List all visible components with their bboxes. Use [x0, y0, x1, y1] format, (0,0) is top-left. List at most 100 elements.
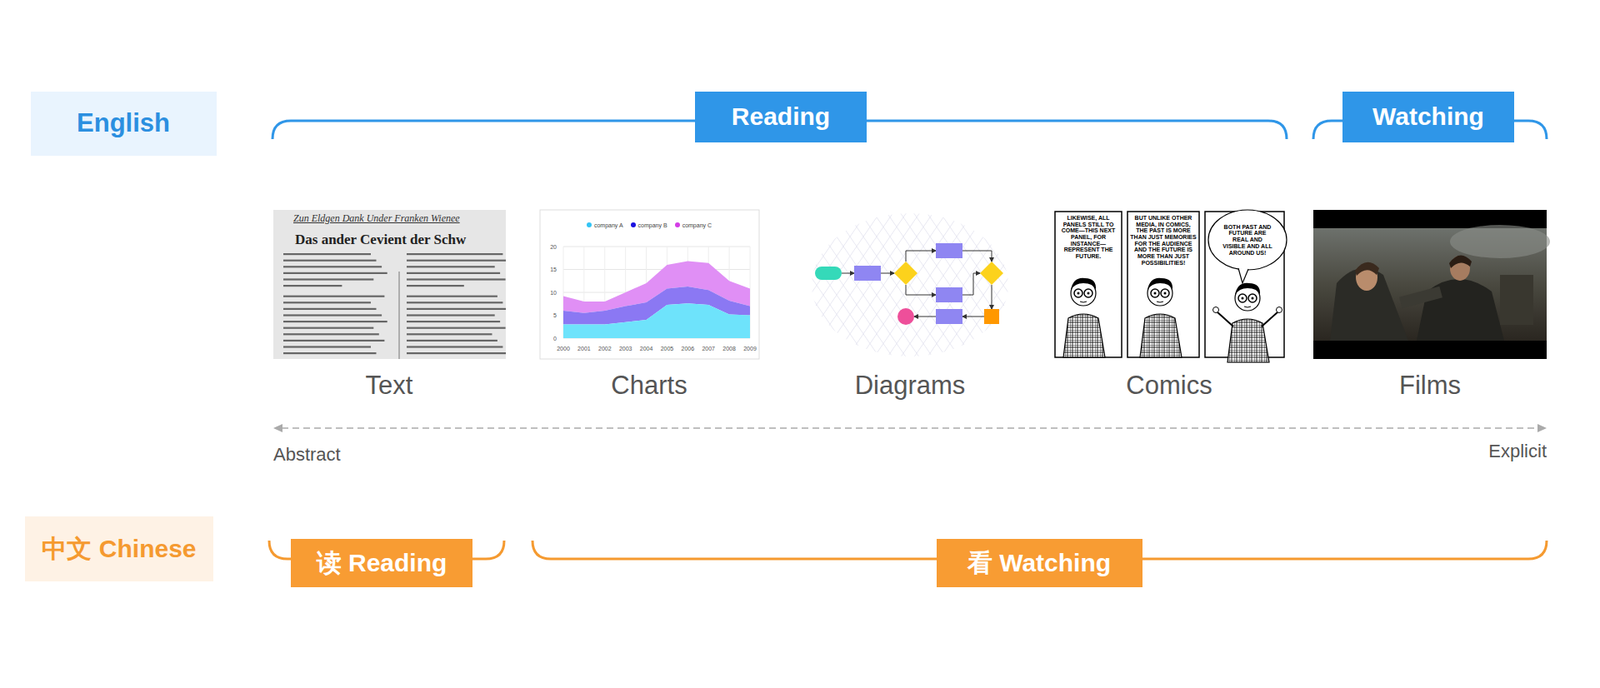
grid-line	[926, 212, 1027, 359]
axis-arrowhead	[273, 424, 283, 433]
axis-tick: 2000	[556, 345, 570, 352]
legend-swatch	[586, 222, 592, 228]
grid-line	[713, 212, 814, 359]
language-tag: 中文 Chinese	[25, 516, 213, 582]
category-label: Watching	[1342, 91, 1515, 143]
end-square	[984, 309, 1000, 325]
category-label: 读 Reading	[290, 539, 473, 588]
comic-panel	[1127, 211, 1200, 358]
text-line	[283, 265, 382, 268]
grid-line	[700, 212, 800, 359]
text-line	[283, 314, 382, 316]
axis-tick: 2006	[681, 345, 695, 352]
flow-arrow	[991, 285, 993, 310]
text-lines	[283, 253, 506, 355]
chart-thumbnail	[540, 210, 760, 360]
text-line	[283, 333, 380, 335]
grid-line	[726, 212, 827, 359]
text-line	[283, 301, 371, 304]
axis-tick: 2004	[640, 345, 654, 352]
comic-figure	[1140, 278, 1182, 358]
grid-line	[740, 212, 840, 359]
axis-tick: 15	[550, 266, 557, 273]
text-line	[406, 327, 506, 330]
grid-line	[780, 212, 880, 359]
grid-line	[793, 212, 894, 359]
text-line	[406, 265, 495, 268]
grid-line	[953, 212, 1054, 359]
category-label: 看 Watching	[936, 539, 1143, 588]
grid-line	[713, 212, 814, 359]
comic-panel	[1055, 211, 1122, 358]
terminal-circle	[897, 308, 915, 325]
axis-end-label: Explicit	[1488, 440, 1547, 463]
text-line	[283, 253, 371, 255]
decision-diamond	[980, 261, 1004, 285]
grid-line	[953, 212, 1054, 359]
text-line	[283, 272, 388, 275]
text-line	[406, 278, 506, 280]
text-line	[406, 308, 506, 310]
axis-tick: 0	[553, 335, 557, 342]
media-caption: Comics	[1125, 370, 1212, 401]
text-line	[406, 260, 506, 262]
grid-line	[563, 246, 750, 248]
text-thumbnail	[273, 210, 506, 360]
axis-tick: 2001	[577, 345, 591, 352]
grid-line	[753, 212, 854, 359]
speech-text: BOTH PAST AND FUTURE ARE REAL AND VISIBL…	[1220, 224, 1275, 256]
text-line	[406, 345, 503, 348]
grid-line	[900, 212, 1000, 359]
node-text: 读 Reading	[316, 549, 448, 579]
text-line	[406, 320, 500, 323]
text-line	[406, 272, 500, 275]
axis-tick: 2008	[722, 345, 736, 352]
text-line	[283, 285, 342, 287]
film-scene	[1330, 225, 1550, 341]
media-caption: Films	[1399, 370, 1461, 401]
text-line	[406, 295, 498, 298]
grid-line	[740, 212, 840, 359]
text-line	[406, 352, 506, 355]
axis-tick: 2009	[743, 345, 757, 352]
comic-figure	[1227, 283, 1270, 363]
text-line	[283, 327, 374, 330]
flow-arrow	[905, 250, 936, 262]
grid-line	[886, 212, 987, 359]
grid-line	[846, 212, 947, 359]
text-line	[406, 253, 503, 255]
bubble-tail	[1238, 268, 1249, 284]
grid-line	[926, 212, 1027, 359]
grid-line	[820, 212, 920, 359]
flow-arrow	[905, 285, 936, 295]
text-line	[406, 301, 503, 304]
area-chart	[563, 261, 750, 339]
comic-caption: BUT UNLIKE OTHER MEDIA, IN COMICS, THE P…	[1130, 215, 1197, 267]
grid-line	[873, 212, 974, 359]
language-tag: English	[30, 91, 217, 156]
decision-diamond	[894, 261, 918, 285]
grid-line	[846, 212, 947, 359]
grid-line	[966, 212, 1067, 359]
grid-line	[766, 212, 867, 359]
grid-line	[940, 212, 1040, 359]
flow-arrow	[880, 273, 895, 275]
grid-line	[806, 212, 907, 359]
legend-text: company C	[682, 222, 712, 229]
text-line	[283, 352, 377, 355]
text-line	[283, 278, 374, 280]
comic-caption: LIKEWISE, ALL PANELS STILL TO COME—THIS …	[1057, 215, 1120, 260]
axis-tick: 2005	[660, 345, 675, 352]
grid-line	[833, 212, 934, 359]
grid-line	[726, 212, 827, 359]
legend-swatch	[630, 222, 636, 228]
grid-line	[700, 212, 800, 359]
flow-arrow	[962, 250, 992, 262]
process-rect	[935, 287, 963, 303]
axis-tick: 10	[550, 290, 557, 296]
grid-line	[940, 212, 1040, 359]
grid-line	[886, 212, 987, 359]
grid-line	[860, 212, 960, 359]
category-label: Reading	[695, 91, 867, 143]
